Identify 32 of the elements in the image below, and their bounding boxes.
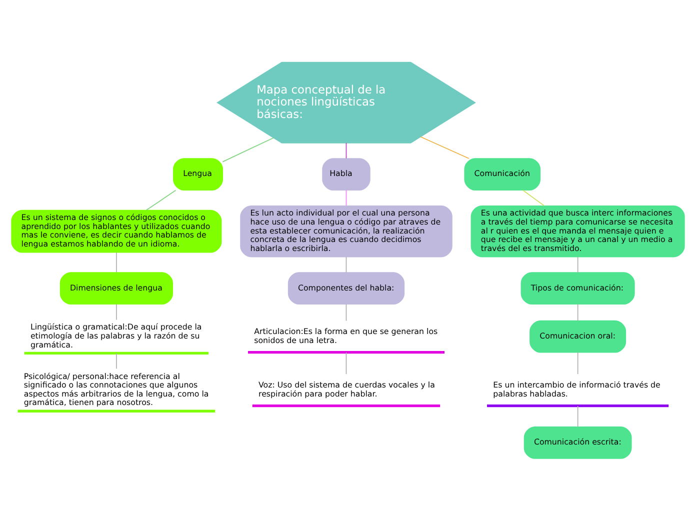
connector: [146, 189, 176, 210]
node-box: Habla: [322, 158, 370, 190]
node-box: Comunicacion oral:: [530, 320, 626, 352]
node-box: Es una actividad que busca interc informaciones a través del tiemp para comunicarse se necesita al r quien es el que manda el mensaje quien e que recibe el mensaje y a un canal y un medio a través del es transmitido.: [470, 204, 685, 257]
connector: [116, 252, 117, 272]
connector: [346, 142, 347, 158]
connector: [222, 136, 274, 162]
connector: [577, 256, 578, 272]
node-text: Psicológica/ personal:hace referencia al significado o las connotaciones que algunos aspectos más arbitrarios de la lengua, como la gramática, tienen para nosotros.: [24, 371, 209, 407]
connector: [116, 352, 117, 369]
connector: [346, 351, 347, 374]
connector: [577, 405, 578, 427]
connector: [346, 189, 347, 206]
connector: [346, 256, 347, 272]
connector: [346, 303, 347, 321]
connector: [522, 189, 545, 206]
node-text: Voz: Uso del sistema de cuerdas vocales y la respiración para poder hablar.: [258, 380, 435, 398]
node-text: Lingüística o gramatical:De aquí procede la etimología de las palabras y la razón de su gramática.: [30, 322, 202, 349]
node-box: Comunicación escrita:: [524, 426, 632, 458]
node-box: Comunicación: [464, 158, 541, 190]
node-text: Articulacion:Es la forma en que se generan los sonidos de una letra.: [254, 326, 438, 344]
node-box: Componentes del habla:: [288, 272, 405, 304]
node-box: Es un sistema de signos o códigos conocidos o aprendido por los hablantes y utilizados cuando mas le conviene, es decir cuando hablamos de lengua estamos hablando de un idioma.: [11, 209, 222, 252]
node-box: Es lun acto individual por el cual una persona hace uso de una lengua o código par atraves de esta establecer comunicación, la realización concreta de la lengua es cuando decidimos hablarla o escribirla.: [240, 204, 452, 257]
connector: [116, 303, 117, 320]
node-box: Tipos de comunicación:: [520, 272, 635, 304]
connector: [420, 136, 470, 158]
connector: [577, 303, 578, 321]
node-box: Dimensiones de lengua: [60, 272, 174, 304]
connector: [577, 351, 578, 374]
node-box: Lengua: [173, 158, 223, 190]
node-text: Es un intercambio de informació través de palabras habladas.: [493, 380, 660, 398]
